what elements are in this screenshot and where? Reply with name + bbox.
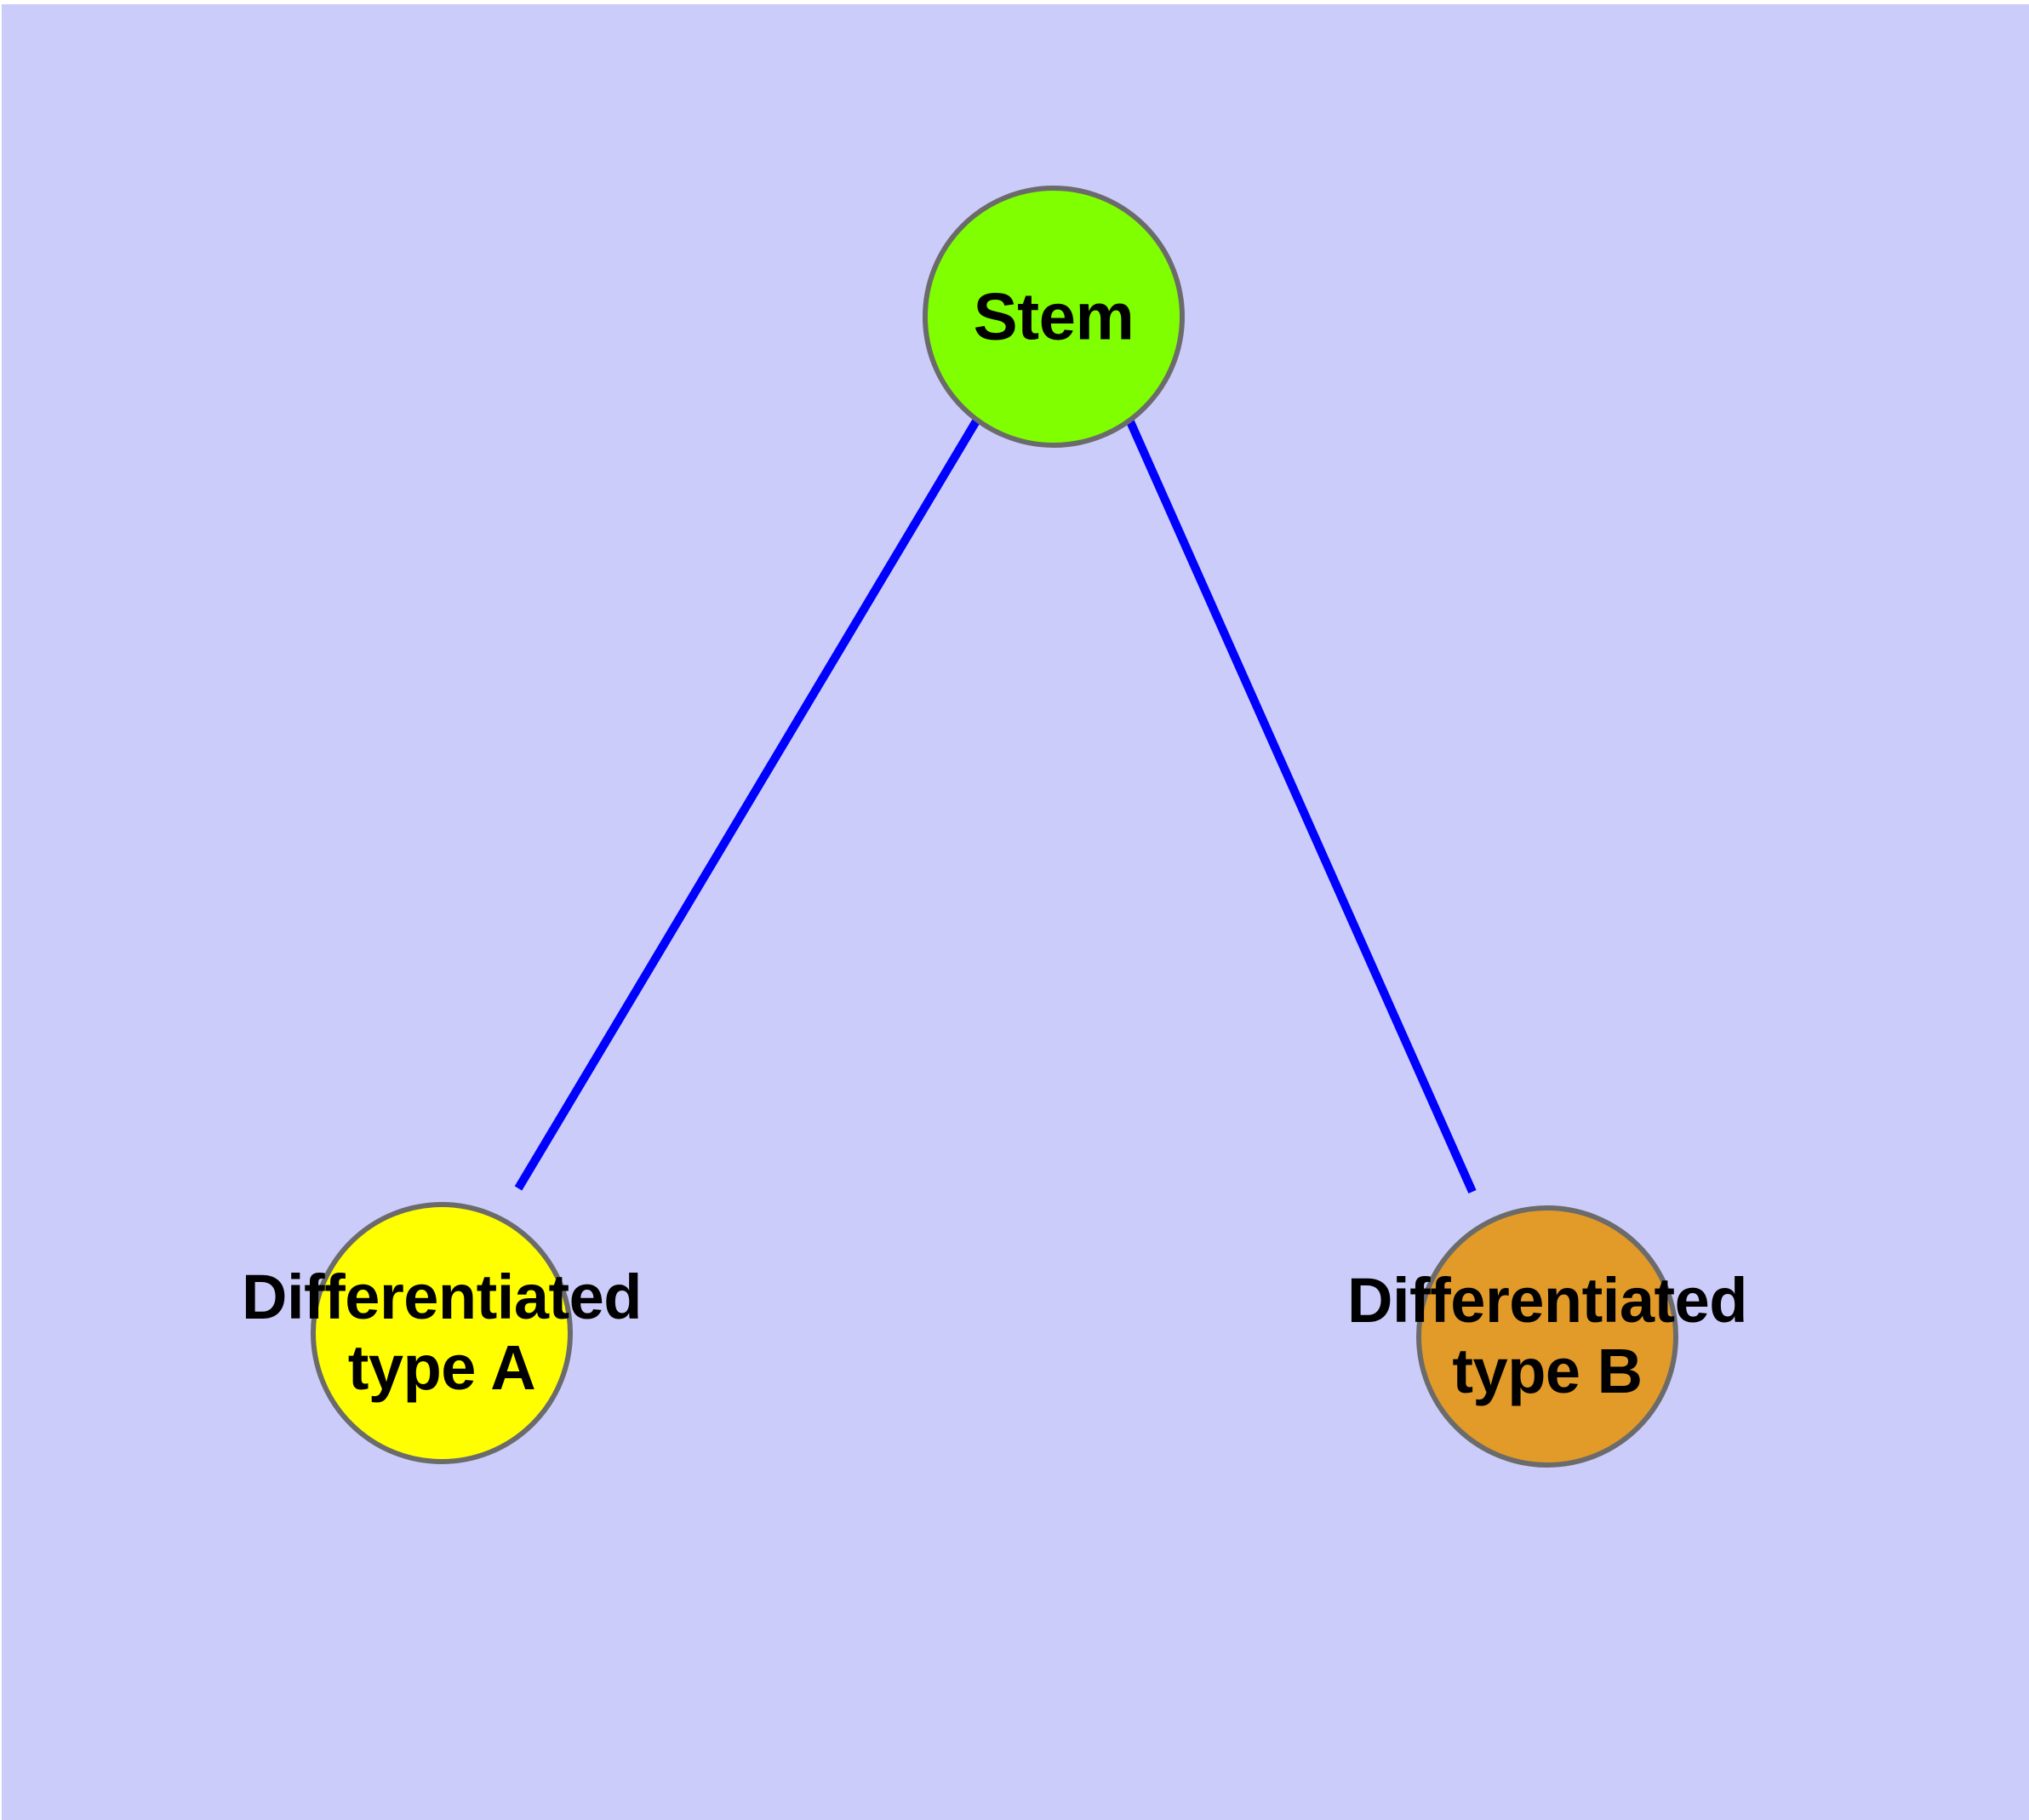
node-circle-diff-a[interactable] xyxy=(311,1202,573,1464)
edge-stem-to-diff-a[interactable] xyxy=(514,417,981,1191)
edge-stem-to-diff-b[interactable] xyxy=(1125,417,1477,1194)
nodes-layer xyxy=(311,186,1678,1468)
edges-layer xyxy=(514,417,1477,1194)
node-circle-diff-b[interactable] xyxy=(1416,1205,1678,1468)
node-circle-stem[interactable] xyxy=(923,186,1185,448)
